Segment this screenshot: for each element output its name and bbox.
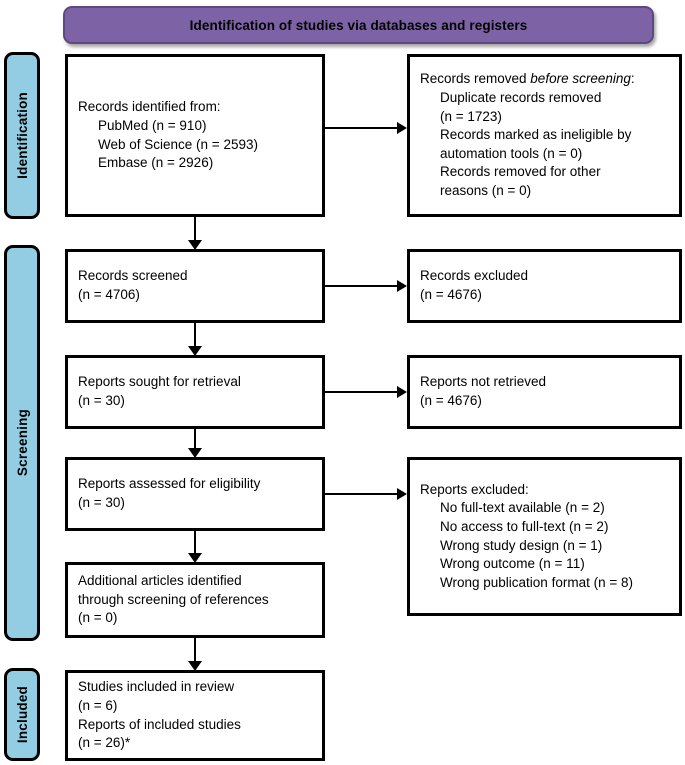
box-line: Reports assessed for eligibility [78, 476, 261, 492]
arrow-assessed-to-additional [188, 531, 202, 563]
box-line: (n = 30) [78, 393, 125, 408]
arrow-head-icon [397, 488, 407, 500]
box-line: Duplicate records removed [440, 89, 602, 105]
box-records-removed: Records removed before screening: Duplic… [407, 54, 682, 217]
box-line: No full-text available (n = 2) [440, 500, 605, 516]
box-line: Wrong outcome (n = 11) [440, 556, 585, 572]
box-line: reasons (n = 0) [440, 183, 532, 199]
box-line: PubMed (n = 910) [98, 117, 207, 133]
box-records-screened: Records screened (n = 4706) [65, 249, 325, 323]
box-line: Web of Science (n = 2593) [98, 136, 258, 152]
box-line: Wrong study design (n = 1) [440, 537, 603, 553]
box-line: Wrong publication format (n = 8) [440, 574, 633, 590]
arrow-head-icon [188, 346, 202, 356]
removed-lead-tail: : [630, 71, 635, 87]
box-line: Records identified from: [78, 99, 221, 115]
box-line: (n = 26)* [78, 735, 131, 751]
arrow-screened-to-excluded [325, 280, 407, 292]
box-line: Reports of included studies [78, 716, 241, 732]
box-line: Additional articles identified [78, 573, 242, 589]
stage-label-screening-text: Screening [14, 409, 30, 477]
arrow-shaft [194, 531, 196, 554]
stage-label-identification-text: Identification [14, 92, 30, 179]
box-reports-not-retrieved: Reports not retrieved (n = 4676) [407, 355, 682, 429]
box-line: Embase (n = 2926) [98, 155, 214, 171]
stage-label-included: Included [4, 668, 40, 761]
box-records-identified: Records identified from: PubMed (n = 910… [65, 54, 325, 217]
arrow-shaft [194, 217, 196, 241]
arrow-shaft [325, 493, 399, 495]
box-reports-sought: Reports sought for retrieval (n = 30) [65, 355, 325, 429]
box-line: No access to full-text (n = 2) [440, 518, 609, 534]
arrow-assessed-to-excluded [325, 488, 407, 500]
box-additional-articles: Additional articles identified through s… [65, 562, 325, 638]
box-line: through screening of references [78, 591, 269, 607]
box-line: (n = 6) [78, 697, 118, 713]
box-line: Records marked as ineligible by [440, 127, 632, 143]
arrow-sought-to-not-retrieved [325, 386, 407, 398]
arrow-head-icon [397, 122, 407, 134]
arrow-shaft [325, 127, 399, 129]
arrow-shaft [325, 391, 399, 393]
stage-label-identification: Identification [4, 52, 40, 219]
removed-lead-italic: before screening [530, 71, 631, 87]
arrow-shaft [325, 285, 399, 287]
box-studies-included: Studies included in review (n = 6) Repor… [65, 670, 325, 761]
arrow-head-icon [397, 386, 407, 398]
arrow-head-icon [397, 280, 407, 292]
box-line: (n = 4676) [420, 393, 482, 408]
box-line: Reports sought for retrieval [78, 374, 241, 390]
box-line-heading: Records removed before screening: [420, 70, 669, 89]
diagram-title: Identification of studies via databases … [189, 17, 528, 33]
box-line: (n = 0) [78, 610, 118, 626]
arrow-head-icon [188, 240, 202, 250]
box-line: Records excluded [420, 268, 529, 284]
arrow-head-icon [188, 553, 202, 563]
box-line: (n = 30) [78, 495, 125, 510]
box-line: (n = 4676) [420, 287, 482, 302]
arrow-identified-to-screened [188, 217, 202, 250]
box-line: Records screened [78, 268, 188, 284]
arrow-head-icon [188, 448, 202, 458]
diagram-header-banner: Identification of studies via databases … [63, 6, 654, 44]
arrow-head-icon [188, 661, 202, 671]
box-reports-assessed: Reports assessed for eligibility (n = 30… [65, 457, 325, 531]
stage-label-included-text: Included [14, 685, 30, 744]
box-line: Studies included in review [78, 679, 235, 695]
arrow-shaft [194, 323, 196, 347]
box-reports-excluded: Reports excluded: No full-text available… [407, 457, 682, 616]
box-line: Reports not retrieved [420, 374, 547, 390]
arrow-screened-to-sought [188, 323, 202, 356]
box-line: (n = 4706) [78, 287, 140, 302]
box-line-heading: Reports excluded: [420, 481, 529, 497]
stage-label-screening: Screening [4, 245, 40, 641]
removed-lead: Records removed [420, 71, 531, 87]
box-line: (n = 1723) [440, 108, 502, 124]
arrow-shaft [194, 638, 196, 662]
box-line: Records removed for other [440, 164, 601, 180]
arrow-additional-to-included [188, 638, 202, 671]
arrow-identified-to-removed [325, 122, 407, 134]
arrow-shaft [194, 429, 196, 449]
box-records-excluded: Records excluded (n = 4676) [407, 249, 682, 323]
arrow-sought-to-assessed [188, 429, 202, 458]
box-line: automation tools (n = 0) [440, 145, 583, 161]
